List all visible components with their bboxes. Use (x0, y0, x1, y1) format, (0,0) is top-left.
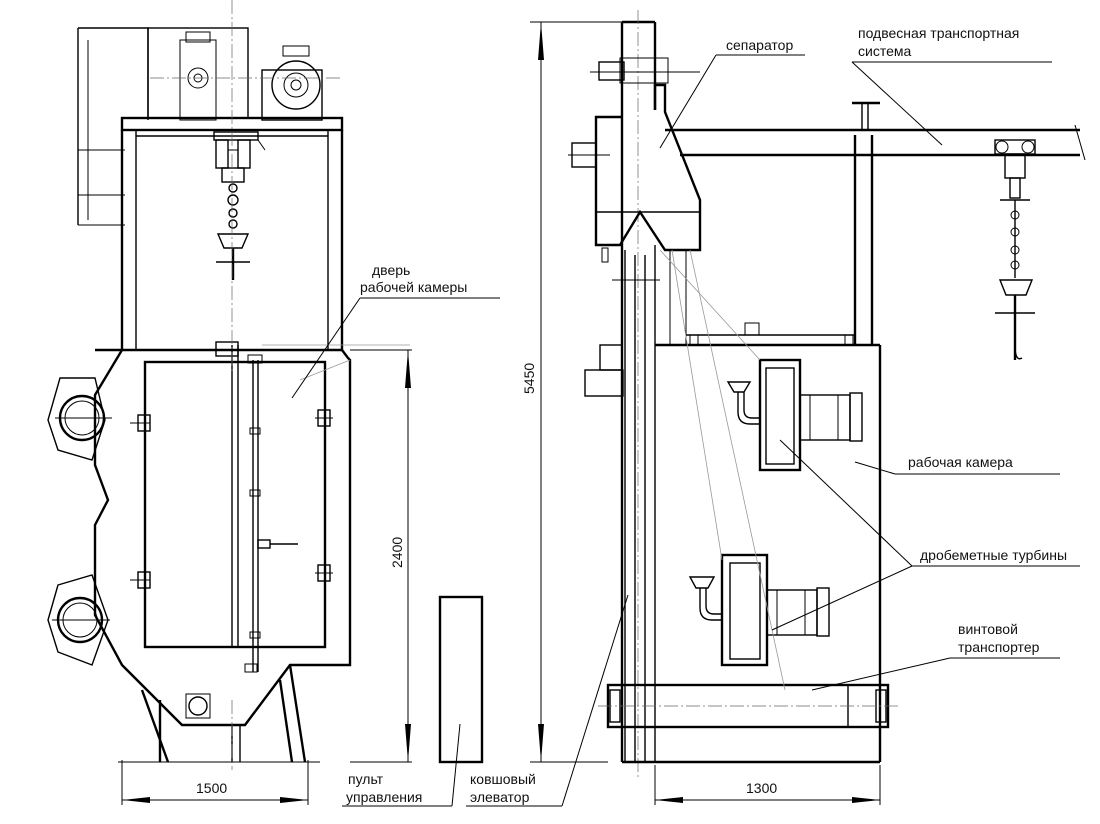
dim-5450-label: 5450 (521, 363, 537, 394)
label-overhead-conveyor-1: подвесная транспортная (858, 25, 1019, 41)
dim-5450: 5450 (521, 21, 622, 763)
label-bucket-elevator-1: ковшовый (470, 771, 536, 787)
front-side-turbines (47, 377, 112, 666)
front-view: 1500 2400 дверь рабочей камеры пульт упр… (47, 0, 500, 807)
front-upper-chamber (120, 116, 344, 350)
label-chamber-door-1: дверь (372, 262, 410, 278)
overhead-conveyor (665, 101, 1086, 360)
label-screw-conveyor-2: транспортер (958, 639, 1040, 655)
control-panel (438, 595, 484, 764)
separator (568, 83, 702, 345)
front-lower-chamber (93, 341, 352, 763)
bucket-elevator-column (584, 10, 700, 780)
label-screw-conveyor-1: винтовой (958, 621, 1018, 637)
dim-1500: 1500 (121, 760, 309, 805)
label-overhead-conveyor-2: система (858, 43, 911, 59)
label-chamber-door-2: рабочей камеры (360, 279, 467, 295)
side-view: 5450 1300 сепаратор подвесная транспортн… (466, 10, 1086, 807)
shot-turbine-lower (688, 553, 830, 667)
label-separator: сепаратор (726, 37, 793, 53)
label-shot-turbines: дробеметные турбины (920, 547, 1067, 563)
dim-1500-label: 1500 (196, 780, 227, 796)
working-chamber (622, 343, 882, 764)
dim-2400-label: 2400 (389, 537, 405, 568)
label-control-panel-2: управления (346, 789, 422, 805)
label-working-chamber: рабочая камера (908, 454, 1013, 470)
dim-2400: 2400 (350, 349, 412, 763)
side-upper-frame (686, 322, 855, 346)
label-control-panel-1: пульт (348, 771, 384, 787)
label-bucket-elevator-2: элеватор (470, 789, 530, 805)
front-top-housing (77, 27, 340, 226)
shot-turbine-upper (726, 358, 863, 472)
chamber-door (143, 360, 327, 649)
dim-1300-label: 1300 (746, 780, 777, 796)
screw-conveyor (598, 683, 898, 729)
dim-1300: 1300 (654, 765, 881, 805)
